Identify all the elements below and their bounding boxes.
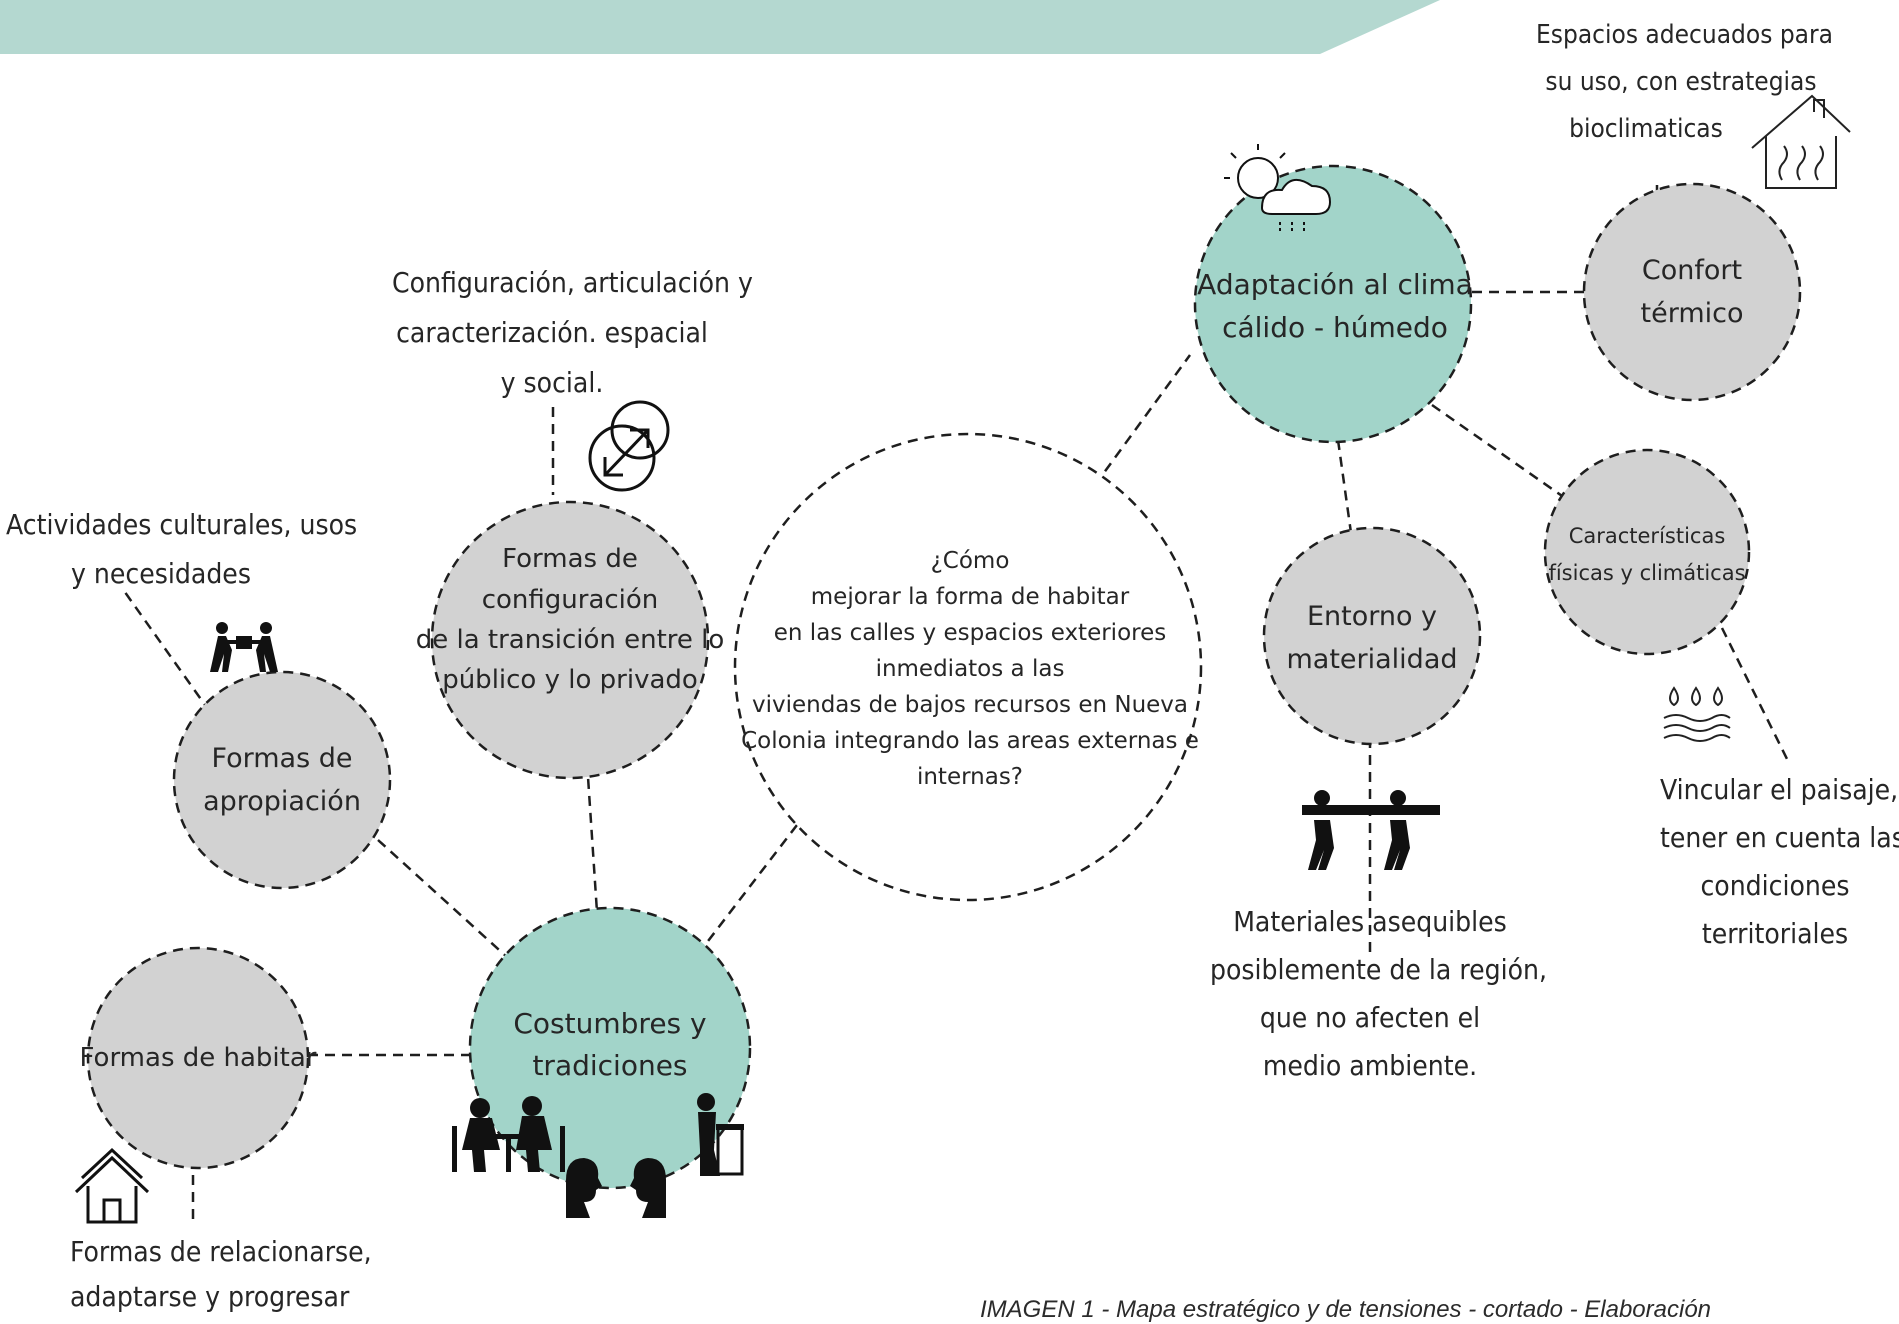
connector-adaptacion-entorno [1336, 439, 1354, 541]
node-apropiacion-circle [172, 670, 392, 890]
node-configuracion-circle [430, 500, 710, 780]
node-formas-habitar: Formas de habitar [80, 1036, 317, 1080]
water-drops-waves-icon [1663, 686, 1731, 742]
annotation-espacios-line: bioclimaticas [1569, 113, 1723, 144]
annotation-espacios: Espacios adecuados para su uso, con estr… [1536, 12, 1833, 152]
connector-caracteristicas-annotation [1720, 627, 1792, 766]
node-center-line: ¿Cómo [930, 548, 1010, 575]
node-adaptacion: Adaptación al clima cálido - húmedo [1195, 258, 1475, 354]
node-caracteristicas-circle [1543, 448, 1751, 656]
node-center-line: mejorar la forma de habitar [810, 584, 1130, 611]
sun-cloud-rain-icon [1224, 144, 1332, 232]
annotation-relacionarse-line: Formas de relacionarse, [70, 1235, 372, 1268]
annotation-materiales-line: que no afecten el [1259, 1001, 1481, 1035]
annotation-vincular-line: tener en cuenta las [1660, 821, 1899, 855]
node-configuracion-line: Formas de [502, 544, 638, 575]
node-configuracion-line: configuración [481, 584, 659, 615]
connector-center-adaptacion [1093, 354, 1192, 486]
annotation-vincular-line: territoriales [1701, 917, 1849, 951]
figure-caption: IMAGEN 1 - Mapa estratégico y de tension… [980, 1296, 1712, 1323]
people-carrying-box-icon [210, 622, 278, 672]
house-icon [74, 1147, 150, 1224]
node-entorno-line: materialidad [1286, 644, 1458, 675]
node-configuracion: Formas de configuración de la transición… [416, 520, 725, 720]
annotation-materiales-line: Materiales asequibles [1233, 905, 1507, 938]
annotation-vincular-line: condiciones [1700, 869, 1850, 903]
node-confort-line: térmico [1640, 298, 1744, 329]
connector-config-costumbres [585, 761, 599, 913]
node-caracteristicas-line: físicas y climáticas [1548, 561, 1746, 585]
annotation-configuracion-line: caracterización. espacial [396, 315, 708, 349]
node-apropiacion: Formas de apropiación [182, 732, 382, 828]
annotation-relacionarse-line: adaptarse y progresar [70, 1279, 350, 1313]
annotation-espacios-line: su uso, con estrategias [1545, 66, 1817, 97]
annotation-configuracion-line: y social. [500, 365, 604, 399]
expand-arrow-circle-icon [588, 400, 670, 492]
node-caracteristicas-line: Características [1568, 524, 1726, 549]
node-center-line: viviendas de bajos recursos en Nueva [751, 691, 1189, 718]
node-center-line: en las calles y espacios exteriores [773, 620, 1167, 647]
workers-carrying-beam-icon [1302, 790, 1440, 870]
annotation-configuracion-line: Configuración, articulación y [392, 266, 753, 299]
connector-center-costumbres [704, 824, 798, 946]
node-adaptacion-line: cálido - húmedo [1222, 311, 1448, 344]
node-center-line: Colonia integrando las areas externas e [741, 727, 1199, 754]
node-confort-line: Confort [1641, 254, 1743, 286]
annotation-materiales-line: posiblemente de la región, [1210, 953, 1547, 987]
node-entorno-line: Entorno y [1306, 600, 1438, 632]
node-caracteristicas: Características físicas y climáticas [1547, 510, 1747, 600]
node-confort-circle [1582, 182, 1802, 402]
node-center: ¿Cómo mejorar la forma de habitar en las… [741, 490, 1199, 850]
node-apropiacion-line: apropiación [203, 786, 361, 817]
connector-apropiacion-annotation [120, 587, 212, 713]
annotation-espacios-line: Espacios adecuados para [1536, 20, 1833, 50]
node-adaptacion-circle [1193, 164, 1473, 444]
node-habitar-circle [86, 946, 310, 1170]
node-center-line: inmediatos a las [875, 656, 1065, 683]
annotation-materiales-line: medio ambiente. [1262, 1049, 1478, 1083]
node-apropiacion-line: Formas de [211, 742, 353, 774]
annotation-actividades-line: y necesidades [71, 557, 251, 590]
annotation-relacionarse: Formas de relacionarse, adaptarse y prog… [70, 1230, 372, 1320]
node-center-circle [733, 432, 1203, 902]
node-entorno-circle [1262, 526, 1482, 746]
annotation-actividades: Actividades culturales, usos y necesidad… [6, 500, 358, 598]
node-center-line: internas? [916, 763, 1024, 790]
connector-adaptacion-caracteristicas [1431, 403, 1576, 507]
annotation-vincular: Vincular el paisaje, tener en cuenta las… [1660, 766, 1899, 959]
annotation-vincular-line: Vincular el paisaje, [1660, 773, 1899, 806]
house-heat-icon [1751, 94, 1851, 189]
annotation-actividades-line: Actividades culturales, usos [6, 508, 358, 541]
node-costumbres-line: Costumbres y [513, 1007, 707, 1040]
node-costumbres-line: tradiciones [532, 1049, 688, 1082]
header-banner [0, 0, 1440, 54]
node-configuracion-line: de la transición entre lo [415, 625, 725, 655]
node-costumbres: Costumbres y tradiciones [480, 995, 740, 1095]
node-adaptacion-line: Adaptación al clima [1197, 267, 1473, 301]
node-entorno: Entorno y materialidad [1272, 590, 1472, 686]
connector-lines [120, 185, 1792, 1222]
node-configuracion-line: público y lo privado [442, 665, 698, 696]
annotation-configuracion: Configuración, articulación y caracteriz… [392, 258, 753, 407]
node-circles [86, 164, 1802, 1190]
node-formas-habitar-line: Formas de habitar [79, 1043, 317, 1073]
annotation-materiales: Materiales asequibles posiblemente de la… [1210, 898, 1547, 1091]
node-confort: Confort térmico [1592, 244, 1792, 340]
people-silhouettes-icon [452, 1093, 744, 1218]
connector-apropiacion-costumbres [377, 839, 509, 959]
